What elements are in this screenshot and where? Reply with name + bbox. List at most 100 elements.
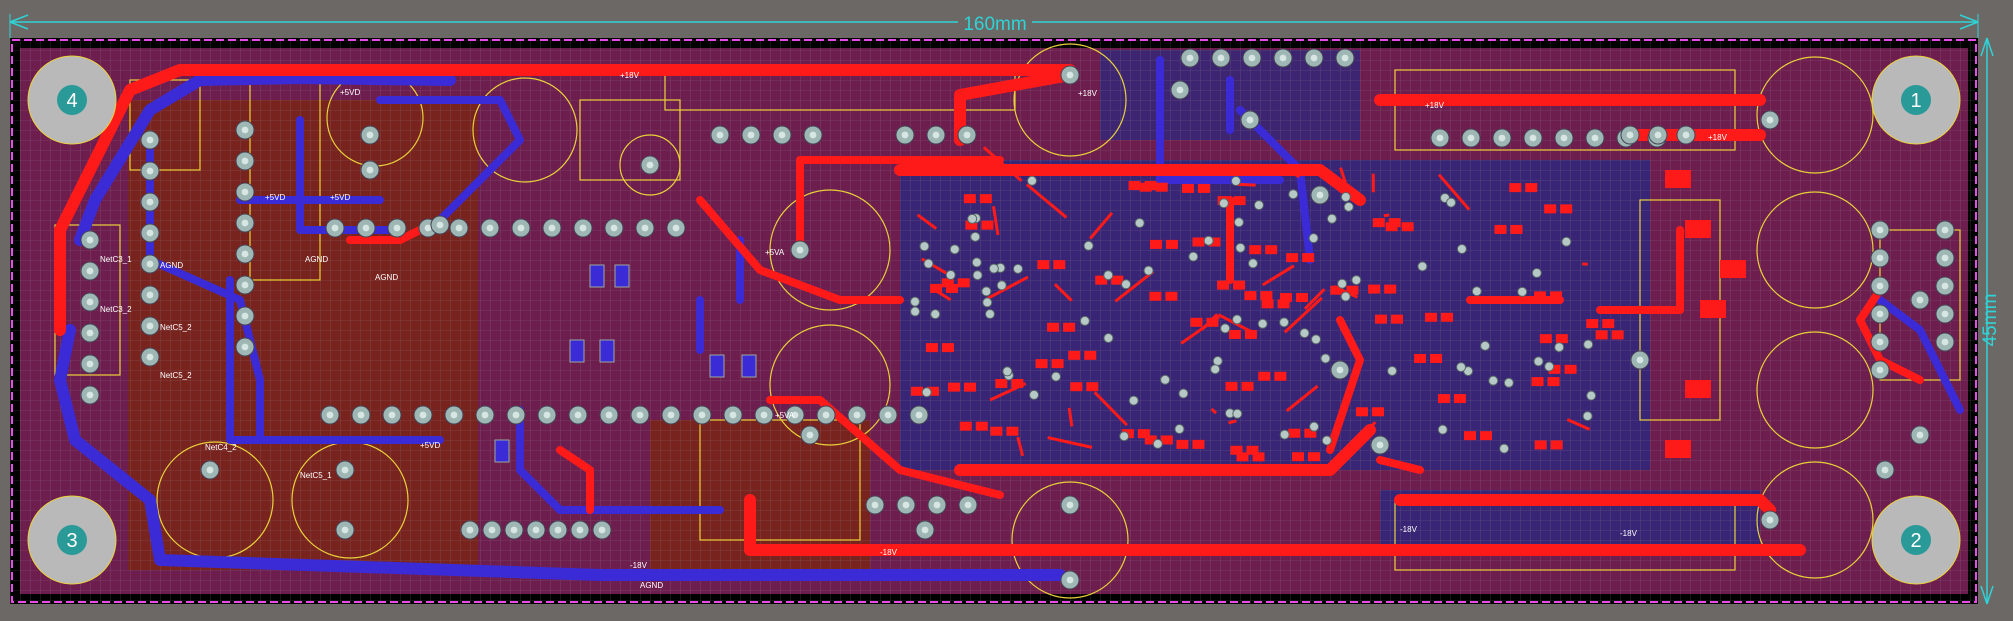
via <box>1561 236 1572 247</box>
pad-drill <box>963 131 971 139</box>
pad-drill <box>362 224 370 232</box>
bottom-trace <box>54 324 1066 581</box>
smd-pad <box>1236 452 1249 462</box>
via <box>949 244 960 255</box>
via <box>981 286 992 297</box>
svg-text:2: 2 <box>1910 530 1921 552</box>
via <box>967 213 978 224</box>
pad-drill <box>1766 116 1774 124</box>
smd-pad <box>1111 275 1124 285</box>
pad-drill <box>512 411 520 419</box>
smd-pad <box>1555 334 1568 344</box>
smd-pad <box>1534 440 1547 450</box>
smd-pad <box>1208 237 1221 247</box>
smd-pad <box>1249 245 1262 255</box>
smd-pad <box>1006 426 1019 436</box>
smd-pad <box>1139 182 1152 192</box>
fine-trace <box>1303 288 1326 310</box>
bottom-smd-pad <box>709 354 725 378</box>
pad-drill <box>1876 366 1884 374</box>
top-trace <box>766 396 1004 499</box>
smd-pad <box>1595 330 1608 340</box>
pad-drill <box>1941 310 1949 318</box>
smd-pad <box>1510 224 1523 234</box>
fine-trace <box>986 275 1029 301</box>
bottom-trace <box>74 72 456 246</box>
top-trace <box>796 156 1004 254</box>
net-label-netc4-2: NetC4_2 <box>205 443 237 452</box>
pad-drill <box>146 229 154 237</box>
smd-pad <box>979 194 992 204</box>
smd-pad <box>1225 381 1238 391</box>
smd-pad <box>1544 204 1557 214</box>
net-label-plus5vd: +5VD <box>340 88 360 97</box>
smd-pad <box>1181 183 1194 193</box>
pad-drill <box>241 250 249 258</box>
fine-trace <box>916 213 938 230</box>
via <box>1544 361 1555 372</box>
via <box>1517 286 1528 297</box>
via <box>1232 408 1243 419</box>
pad-drill <box>357 411 365 419</box>
net-label-plus5vd-2: +5VD <box>265 193 285 202</box>
smd-components <box>494 146 1746 463</box>
pad-drill <box>1248 54 1256 62</box>
smd-pad <box>1531 377 1544 387</box>
smd-pad <box>1330 285 1343 295</box>
net-label-minus18v-3: -18V <box>880 548 898 557</box>
smd-pad <box>1391 314 1404 324</box>
via <box>1188 251 1199 262</box>
via <box>1257 318 1268 329</box>
net-label-plus18v-3: +18V <box>1425 101 1445 110</box>
smd-pad <box>1192 439 1205 449</box>
via <box>930 309 941 320</box>
through-hole-pads <box>80 48 1955 590</box>
smd-pad <box>1037 260 1050 270</box>
smd-pad <box>1155 182 1168 192</box>
via <box>1503 377 1514 388</box>
bottom-smd-pad <box>494 439 510 463</box>
pad-drill <box>641 224 649 232</box>
via <box>1128 395 1139 406</box>
via <box>1343 201 1354 212</box>
top-trace <box>1856 286 1924 384</box>
via <box>910 296 921 307</box>
smd-pad <box>1149 291 1162 301</box>
pad-drill <box>206 466 214 474</box>
pad-drill <box>716 131 724 139</box>
smd-pad <box>910 386 923 396</box>
pad-drill <box>902 501 910 509</box>
pad-drill <box>610 224 618 232</box>
smd-pad <box>941 343 954 353</box>
via <box>1288 189 1299 200</box>
svg-text:4: 4 <box>66 90 77 112</box>
pad-drill <box>450 411 458 419</box>
pad-drill <box>341 466 349 474</box>
via <box>923 258 934 269</box>
net-label-agnd-3: AGND <box>640 581 663 590</box>
fine-trace <box>1025 183 1068 219</box>
smd-pad <box>1437 394 1450 404</box>
smd-pad <box>1547 377 1560 387</box>
pad-drill <box>388 411 396 419</box>
smd-pad <box>945 283 958 293</box>
smd-pad <box>1144 435 1157 445</box>
net-label-plus18v-2: +18V <box>1078 89 1098 98</box>
pad-drill <box>455 224 463 232</box>
fine-trace <box>1383 213 1390 218</box>
via <box>1417 261 1428 272</box>
smd-pad <box>948 382 961 392</box>
via <box>1326 213 1337 224</box>
via <box>910 306 921 317</box>
smd-pad <box>963 194 976 204</box>
pad-drill <box>884 411 892 419</box>
via <box>1103 333 1114 344</box>
pad-drill <box>796 246 804 254</box>
bottom-smd-pad <box>569 339 585 363</box>
mounting-hole-2: 2 <box>1871 495 1961 585</box>
pad-drill <box>809 131 817 139</box>
via <box>1220 323 1231 334</box>
net-label-netc5-2: NetC5_2 <box>160 323 192 332</box>
pad-drill <box>1916 431 1924 439</box>
